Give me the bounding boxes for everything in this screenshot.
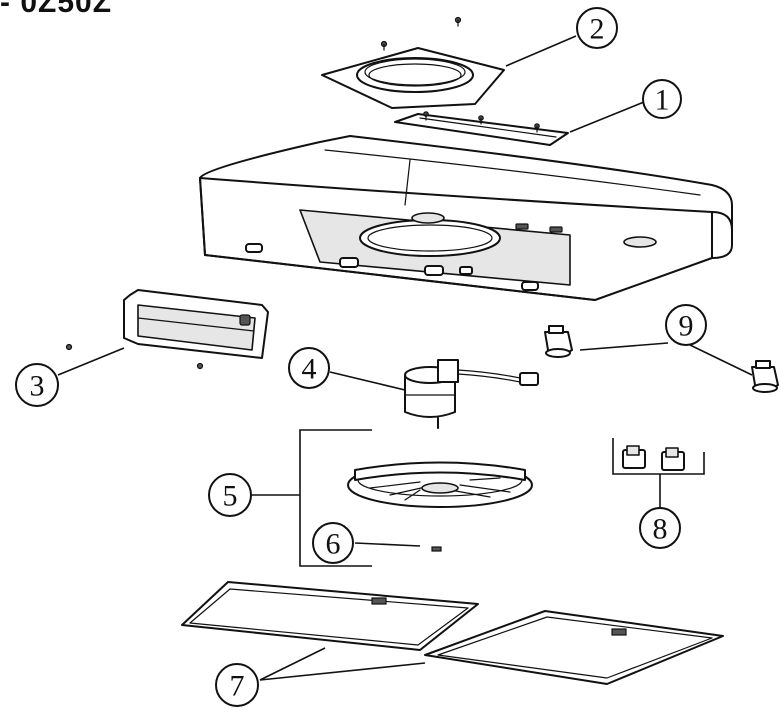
part-lamp-1 xyxy=(544,325,573,358)
part-lamp-2 xyxy=(751,360,779,393)
part-motor xyxy=(404,359,539,429)
callout-5: 5 xyxy=(208,473,252,517)
callout-8-label: 8 xyxy=(653,513,668,546)
callout-4-label: 4 xyxy=(302,353,317,386)
callout-5-label: 5 xyxy=(223,480,238,513)
callout-8: 8 xyxy=(639,507,681,549)
callout-7-label: 7 xyxy=(230,670,245,703)
callout-3: 3 xyxy=(15,363,59,407)
callout-1-label: 1 xyxy=(655,84,670,117)
callout-2: 2 xyxy=(576,7,618,49)
bracket-5 xyxy=(299,429,372,567)
part-nut xyxy=(431,546,442,552)
part-filter-right xyxy=(424,610,724,685)
part-duct-collar xyxy=(321,16,505,109)
part-filter-left xyxy=(181,581,479,651)
callout-7: 7 xyxy=(215,663,259,707)
callout-3-label: 3 xyxy=(30,370,45,403)
part-hood-body xyxy=(199,135,733,301)
callout-6-label: 6 xyxy=(326,528,341,561)
part-blower-wheel xyxy=(347,461,533,508)
callout-9: 9 xyxy=(665,304,707,346)
callout-1: 1 xyxy=(642,79,682,119)
callout-4: 4 xyxy=(288,347,330,389)
callout-6: 6 xyxy=(312,522,354,564)
diagram-title-fragment: - 0Z50Z xyxy=(0,0,113,19)
part-lamp-sockets xyxy=(612,438,705,475)
callout-2-label: 2 xyxy=(590,13,605,46)
callout-9-label: 9 xyxy=(679,310,694,343)
part-control-box xyxy=(65,289,269,370)
part-mounting-bracket xyxy=(394,111,569,146)
